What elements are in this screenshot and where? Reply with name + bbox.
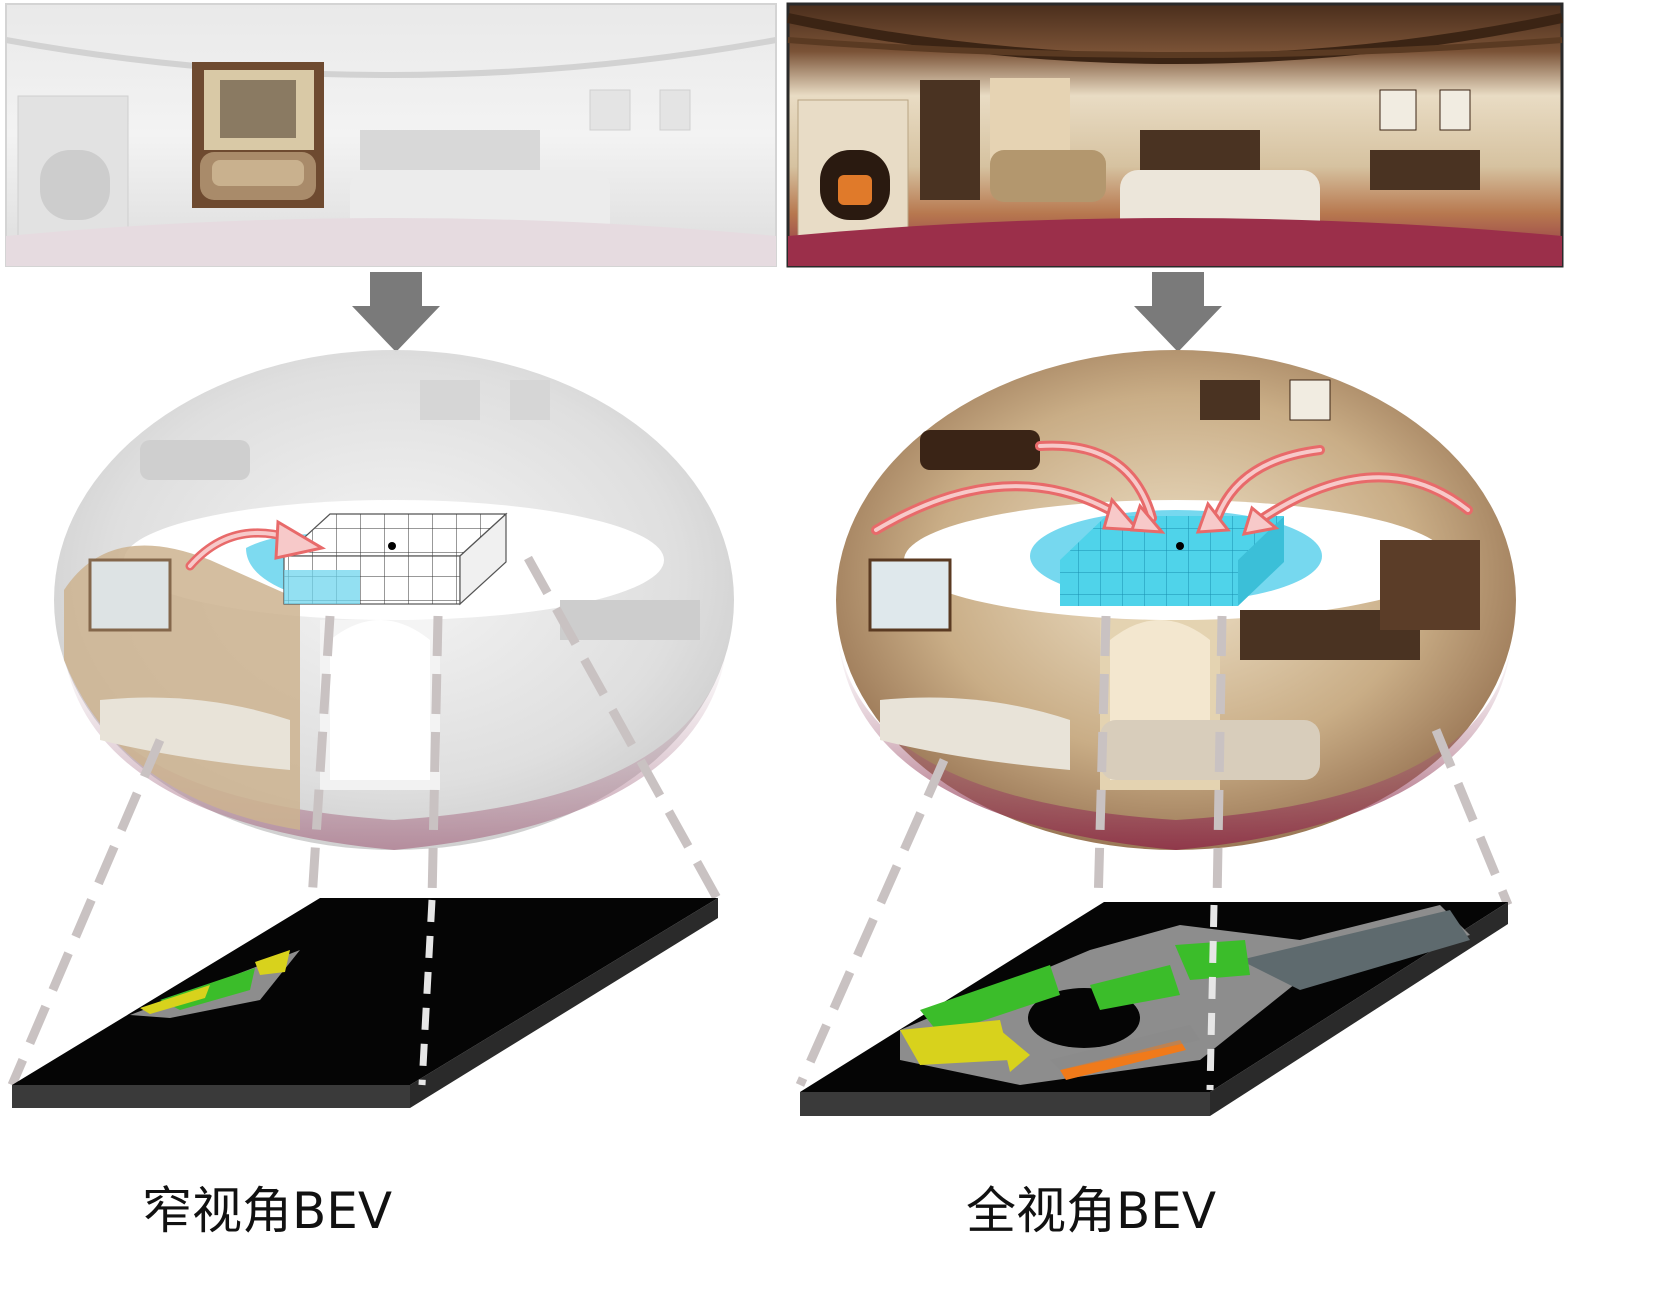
- caption-narrow: 窄视角BEV: [142, 1182, 392, 1240]
- panorama-color-crop: [192, 62, 324, 208]
- caption-full: 全视角BEV: [966, 1182, 1216, 1240]
- bev-query-narrow: [185, 512, 508, 606]
- down-arrow: [1134, 272, 1222, 352]
- panorama-faded: [5, 3, 777, 267]
- bev-plane-full: [800, 902, 1508, 1116]
- panel-full: 全视角BEV: [786, 2, 1564, 1240]
- panorama-color: [786, 2, 1564, 268]
- panel-narrow: 窄视角BEV: [5, 3, 777, 1240]
- projection-lines-narrow: [7, 555, 722, 1087]
- bev-query-full: [871, 440, 1473, 606]
- down-arrow: [352, 272, 440, 352]
- bev-plane-narrow: [12, 898, 718, 1108]
